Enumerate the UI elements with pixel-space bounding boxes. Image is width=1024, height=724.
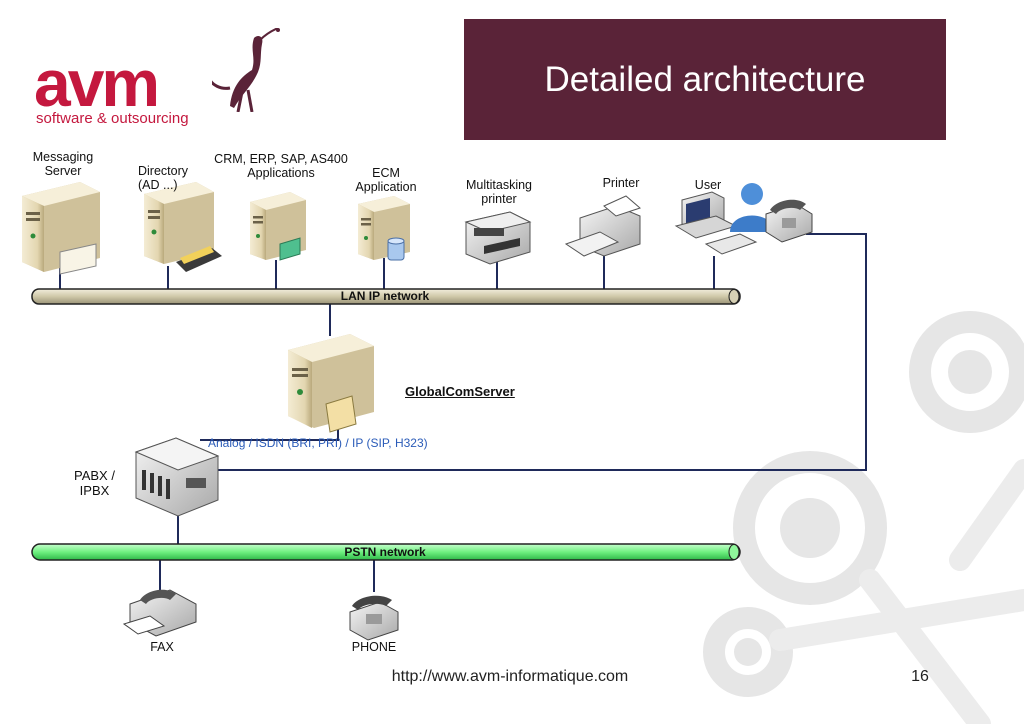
phone-icon (349, 595, 399, 641)
pstn-network-label: PSTN network (344, 545, 426, 559)
label-line: Application (355, 180, 417, 194)
label-line: printer (481, 192, 517, 206)
link-gcs-pabx (200, 432, 339, 441)
label-line: Directory (138, 164, 189, 178)
fax-label: FAX (150, 640, 174, 654)
logo-tagline: software & outsourcing (36, 110, 189, 127)
messaging-server-icon (22, 182, 100, 275)
user-workstation-icon (674, 183, 774, 255)
printer-label: Printer (602, 176, 640, 190)
pabx-label: PABX / IPBX (74, 468, 115, 498)
printer-icon (564, 195, 641, 257)
messaging-server-label: Messaging Server (18, 150, 108, 178)
lan-network-bus (31, 288, 741, 305)
directory-server-icon (144, 182, 222, 272)
link-user-phone-pabx (218, 233, 867, 471)
peacock-logo-icon (212, 28, 280, 112)
globalcomserver-label: GlobalComServer (405, 384, 515, 399)
fax-icon (122, 589, 197, 637)
label-line: Multitasking (466, 178, 532, 192)
globalcomserver-icon (288, 334, 374, 433)
page-number: 16 (911, 668, 929, 685)
ecm-label: ECM Application (346, 166, 426, 194)
lan-network-label: LAN IP network (340, 289, 430, 303)
multitasking-printer-icon (464, 211, 532, 265)
analog-isdn-ip-label: Analog / ISDN (BRI, PRI) / IP (SIP, H323… (208, 436, 428, 450)
directory-label: Directory (AD ...) (138, 164, 198, 192)
pstn-network-bus (31, 543, 741, 561)
desk-phone-icon (765, 199, 813, 243)
label-line: IPBX (79, 483, 110, 498)
user-label: User (694, 178, 722, 192)
label-line: PABX / (74, 468, 115, 483)
logo-text: avm (34, 46, 160, 120)
crm-apps-label: CRM, ERP, SAP, AS400 Applications (196, 152, 366, 180)
label-line: Server (44, 164, 82, 178)
label-line: Messaging (32, 150, 94, 164)
pabx-icon (134, 437, 220, 517)
footer-url[interactable]: http://www.avm-informatique.com (391, 668, 629, 685)
crm-server-icon (250, 192, 306, 261)
mfp-label: Multitasking printer (454, 178, 544, 206)
ecm-server-icon (358, 196, 410, 261)
label-line: Applications (247, 166, 315, 180)
label-line: ECM (372, 166, 400, 180)
label-line: (AD ...) (138, 178, 178, 192)
phone-label: PHONE (351, 640, 397, 654)
label-line: CRM, ERP, SAP, AS400 (214, 152, 348, 166)
title-banner (464, 19, 946, 140)
slide-title: Detailed architecture (544, 60, 866, 99)
